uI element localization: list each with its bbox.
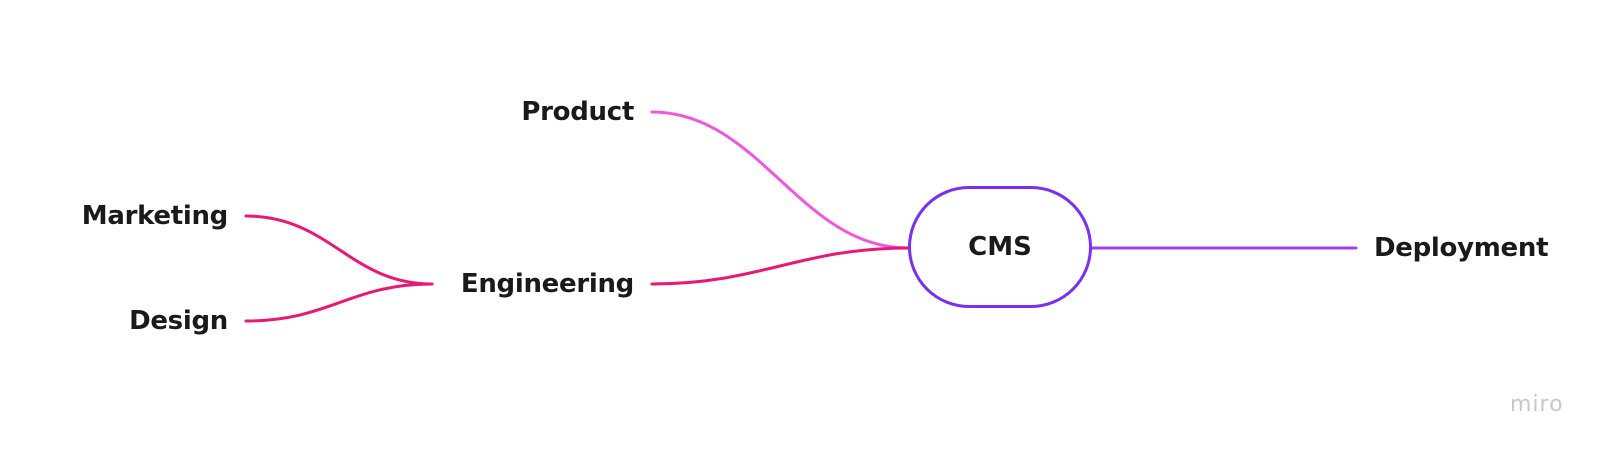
node-product[interactable]: Product: [521, 97, 634, 127]
node-design[interactable]: Design: [129, 306, 228, 336]
node-marketing[interactable]: Marketing: [81, 201, 229, 231]
edge-cms-engineering: [650, 246, 910, 286]
node-deployment[interactable]: Deployment: [1374, 233, 1549, 263]
edge-cms-product: [650, 110, 910, 250]
edge-engineering-design: [244, 282, 434, 323]
edge-engineering-marketing: [244, 214, 434, 286]
miro-watermark: miro: [1510, 392, 1564, 417]
node-engineering[interactable]: Engineering: [460, 269, 634, 299]
root-node-cms[interactable]: CMS: [908, 186, 1092, 308]
root-node-label: CMS: [968, 232, 1032, 262]
